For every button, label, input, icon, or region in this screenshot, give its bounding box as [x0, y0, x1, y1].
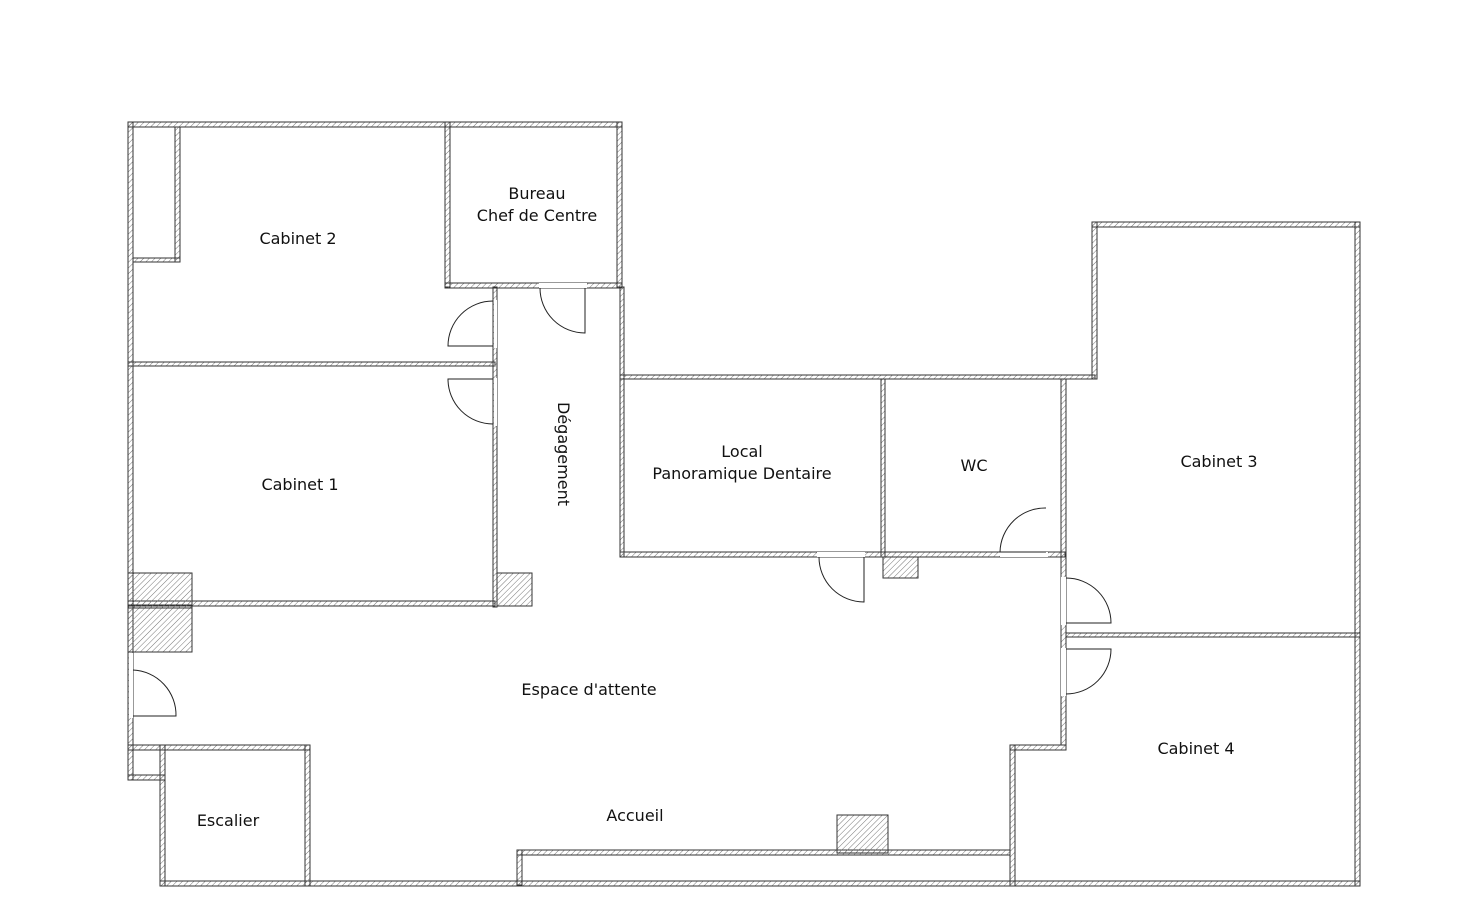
door-swing-icon [1065, 648, 1112, 695]
wall-segment [1091, 221, 1098, 380]
wall-segment [619, 286, 625, 558]
room-label-accueil: Accueil [606, 806, 663, 825]
wall-segment [304, 744, 311, 887]
door-swing-icon [447, 300, 494, 347]
room-label-cabinet-3: Cabinet 3 [1180, 452, 1257, 471]
room-label-degagement: Dégagement [554, 402, 573, 506]
wall-segment [1009, 744, 1016, 887]
door-swing-icon [999, 507, 1047, 553]
room-label-wc: WC [961, 456, 988, 475]
wall-segment [496, 572, 533, 607]
wall-segment [444, 282, 623, 289]
room-label-espace-attente: Espace d'attente [521, 680, 656, 699]
door-opening [129, 653, 133, 718]
door-swing-icon [447, 378, 494, 425]
room-label-panoramique: Panoramique Dentaire [652, 464, 831, 483]
room-label-cabinet-4: Cabinet 4 [1157, 739, 1234, 758]
wall-segment [127, 572, 193, 653]
door-opening [539, 283, 587, 288]
door-opening [494, 378, 497, 426]
wall-segment [159, 880, 1361, 887]
wall-segment [882, 556, 919, 579]
doors [132, 287, 1112, 717]
room-label-escalier: Escalier [197, 811, 260, 830]
wall-segment [127, 744, 311, 751]
room-label-cabinet-2: Cabinet 2 [259, 229, 336, 248]
door-opening [1000, 552, 1048, 557]
walls [127, 121, 1361, 887]
door-opening [494, 300, 497, 348]
door-swing-icon [539, 287, 586, 334]
wall-segment [174, 126, 181, 263]
door-opening [817, 552, 865, 557]
door-opening [1061, 577, 1066, 625]
door-opening [1061, 648, 1066, 696]
wall-segment [516, 849, 1011, 856]
wall-segment [1354, 221, 1361, 887]
wall-segment [127, 774, 166, 781]
wall-segment [492, 286, 498, 608]
wall-segment [127, 121, 623, 128]
wall-segment [619, 374, 1096, 380]
wall-segment [836, 814, 889, 854]
wall-segment [1091, 221, 1361, 228]
wall-segment [127, 604, 193, 609]
room-label-local: Local [721, 442, 762, 461]
wall-segment [127, 361, 496, 367]
wall-segment [1065, 632, 1361, 638]
room-label-bureau-chef: Chef de Centre [477, 206, 597, 225]
wall-segment [132, 257, 181, 263]
wall-segment [1009, 744, 1067, 751]
door-swing-icon [1065, 577, 1112, 624]
wall-segment [444, 121, 451, 288]
door-swing-icon [132, 669, 177, 717]
room-label-cabinet-1: Cabinet 1 [261, 475, 338, 494]
wall-segment [159, 744, 166, 887]
wall-segment [880, 378, 886, 558]
room-label-bureau: Bureau [508, 184, 565, 203]
door-swing-icon [818, 556, 865, 603]
wall-segment [616, 121, 623, 288]
wall-segment [516, 849, 523, 886]
